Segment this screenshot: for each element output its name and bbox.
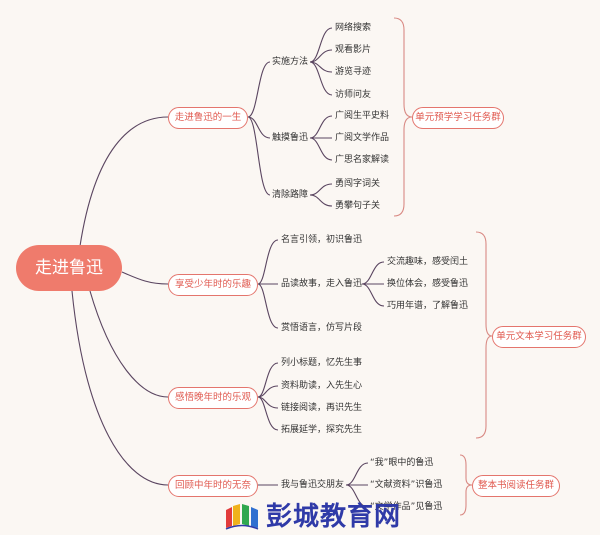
leaf-node: 广思名家解读 xyxy=(335,155,390,165)
group-label: 单元文本学习任务群 xyxy=(492,326,586,348)
leaf-node: 广阅生平史料 xyxy=(335,111,390,121)
sub-node: 拓展延学，探究先生 xyxy=(281,425,363,435)
leaf-node: 勇闯字词关 xyxy=(335,179,381,189)
leaf-node: 巧用年谱，了解鲁迅 xyxy=(387,301,469,311)
branch-3: 感悟晚年时的乐观 xyxy=(168,387,258,409)
branch-2: 享受少年时的乐趣 xyxy=(168,274,258,296)
group-label: 单元预学学习任务群 xyxy=(412,107,504,129)
sub-node: 资料助读，入先生心 xyxy=(281,381,363,391)
watermark-logo: 彭城教育网 xyxy=(224,496,401,533)
sub-node: 品读故事，走入鲁迅 xyxy=(281,279,363,289)
watermark-text: 彭城教育网 xyxy=(266,502,402,532)
sub-node: 列小标题，忆先生事 xyxy=(281,358,363,368)
leaf-node: “文献资料”识鲁迅 xyxy=(370,480,443,490)
sub-node: 链接阅读，再识先生 xyxy=(281,403,363,413)
book-icon xyxy=(225,503,259,530)
branch-4: 回顾中年时的无奈 xyxy=(168,475,258,497)
leaf-node: 勇攀句子关 xyxy=(335,201,381,211)
group-label: 整本书阅读任务群 xyxy=(472,475,560,497)
leaf-node: 观看影片 xyxy=(335,45,372,55)
leaf-node: “文学作品”见鲁迅 xyxy=(370,502,443,512)
sub-node: 触摸鲁迅 xyxy=(272,133,309,143)
leaf-node: 换位体会，感受鲁迅 xyxy=(387,279,469,289)
sub-node: 清除路障 xyxy=(272,190,309,200)
leaf-node: 游览寻迹 xyxy=(335,67,372,77)
leaf-node: 交流趣味，感受闰土 xyxy=(387,257,469,267)
branch-1: 走进鲁迅的一生 xyxy=(168,107,248,129)
leaf-node: 网络搜索 xyxy=(335,23,372,33)
sub-node: 名言引领，初识鲁迅 xyxy=(281,235,363,245)
leaf-node: 广阅文学作品 xyxy=(335,133,390,143)
sub-node: 赏悟语言，仿写片段 xyxy=(281,323,363,333)
leaf-node: 访师问友 xyxy=(335,90,372,100)
root-topic: 走进鲁迅 xyxy=(16,245,122,291)
leaf-node: “我”眼中的鲁迅 xyxy=(370,458,434,468)
sub-node: 我与鲁迅交朋友 xyxy=(281,480,345,490)
sub-node: 实施方法 xyxy=(272,57,309,67)
